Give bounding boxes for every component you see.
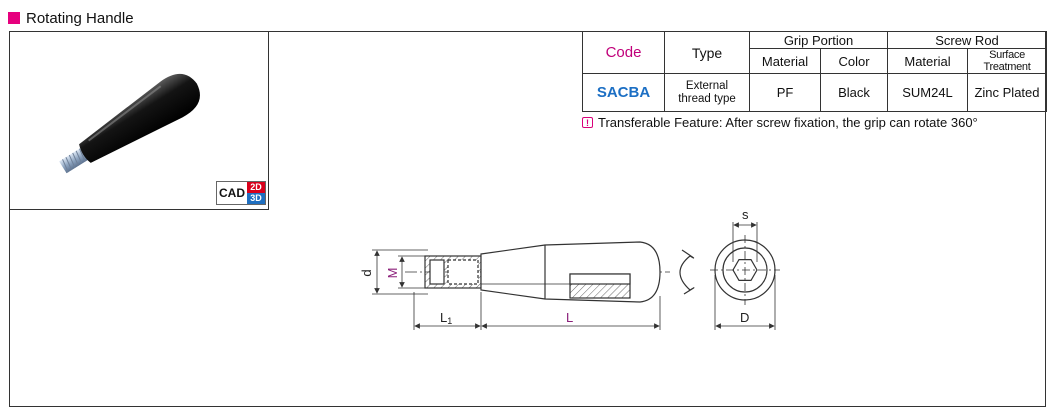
dim-D-label: D [740,310,749,325]
cad-2d-badge[interactable]: 2D [247,182,265,193]
rod-material-value: SUM24L [887,73,968,112]
code-value: SACBA [582,73,665,112]
dim-s-label: s [742,207,749,222]
grip-material-header: Material [749,48,821,74]
dim-M-label: M [385,268,400,279]
grip-color-header: Color [820,48,888,74]
type-header: Type [664,31,750,74]
spec-table: Code Type Grip Portion Screw Rod Materia… [582,31,1047,112]
cad-label: CAD [217,182,247,204]
type-value: External thread type [664,73,750,112]
dim-d-label: d [359,269,374,276]
rod-material-header: Material [887,48,968,74]
grip-material-value: PF [749,73,821,112]
feature-note-text: Transferable Feature: After screw fixati… [598,115,978,130]
dim-L1-label: L1 [440,310,452,326]
section-title: Rotating Handle [26,9,134,27]
dim-L-label: L [566,310,573,325]
cad-3d-badge[interactable]: 3D [247,193,265,204]
dim-L1-main: L [440,310,447,325]
product-photo-box [9,31,269,210]
content-frame [9,31,1046,407]
dim-L1-sub: 1 [447,316,452,326]
cad-badge[interactable]: CAD 2D 3D [216,181,266,205]
rotation-symbol [679,255,691,291]
handle-end-view [710,235,780,305]
code-header: Code [582,31,665,74]
type-value-line2: thread type [678,92,736,105]
product-photo [59,73,200,174]
type-value-line1: External [685,79,729,92]
section-marker-icon [8,12,20,24]
section-header: Rotating Handle [8,9,134,27]
rod-surface-value: Zinc Plated [967,73,1047,112]
exclamation-icon: ! [582,117,593,128]
feature-note: ! Transferable Feature: After screw fixa… [582,115,978,130]
handle-side-view [405,241,670,303]
